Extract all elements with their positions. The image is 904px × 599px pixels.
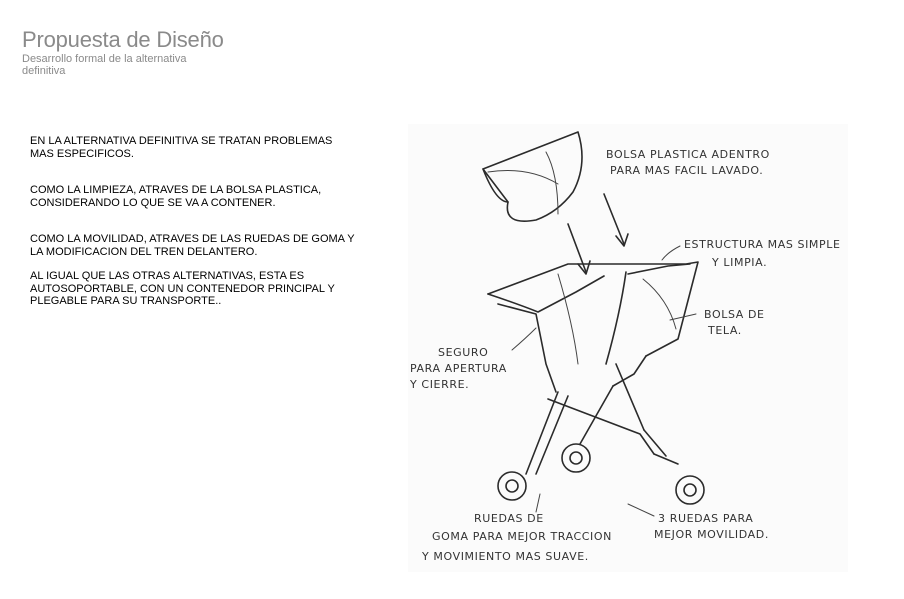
paragraph-intro: EN LA ALTERNATIVA DEFINITIVA SE TRATAN P… — [30, 135, 333, 160]
cart-sketch-drawing: BOLSA PLASTICA ADENTRO PARA MAS FACIL LA… — [409, 131, 841, 563]
label-seguro-line2: PARA APERTURA — [410, 362, 507, 375]
label-estructura-line1: ESTRUCTURA MAS SIMPLE — [684, 238, 841, 251]
description-text: EN LA ALTERNATIVA DEFINITIVA SE TRATAN P… — [30, 135, 385, 308]
label-bolsa-tela-line1: BOLSA DE — [704, 308, 765, 321]
label-ruedas-goma-line1: RUEDAS DE — [474, 512, 544, 525]
paragraph-movilidad: COMO LA MOVILIDAD, ATRAVES DE LAS RUEDAS… — [30, 233, 355, 258]
cart-frame-drawing — [487, 261, 699, 475]
design-sketch: BOLSA PLASTICA ADENTRO PARA MAS FACIL LA… — [408, 124, 848, 572]
label-tres-ruedas-line2: MEJOR MOVILIDAD. — [654, 528, 769, 541]
label-bolsa-tela-line2: TELA. — [707, 324, 742, 337]
paragraph-autosoportable: AL IGUAL QUE LAS OTRAS ALTERNATIVAS, EST… — [30, 270, 335, 307]
page-title: Propuesta de Diseño — [22, 27, 224, 52]
bag-arrows — [567, 193, 629, 275]
label-seguro-line3: Y CIERRE. — [409, 378, 469, 391]
label-ruedas-goma-line2: GOMA PARA MEJOR TRACCION — [432, 530, 612, 543]
label-bolsa-plastica-line1: BOLSA PLASTICA ADENTRO — [606, 148, 770, 161]
wheels-drawing — [497, 443, 705, 505]
page-subtitle: Desarrollo formal de la alternativa defi… — [22, 53, 187, 77]
label-bolsa-plastica-line2: PARA MAS FACIL LAVADO. — [610, 164, 763, 177]
label-ruedas-goma-line3: Y MOVIMIENTO MAS SUAVE. — [421, 550, 589, 563]
paragraph-limpieza: COMO LA LIMPIEZA, ATRAVES DE LA BOLSA PL… — [30, 184, 322, 209]
label-tres-ruedas-line1: 3 RUEDAS PARA — [658, 512, 753, 525]
plastic-bag-drawing — [482, 131, 583, 222]
label-arrows — [511, 245, 697, 517]
label-seguro-line1: SEGURO — [438, 346, 488, 359]
label-estructura-line2: Y LIMPIA. — [711, 256, 767, 269]
